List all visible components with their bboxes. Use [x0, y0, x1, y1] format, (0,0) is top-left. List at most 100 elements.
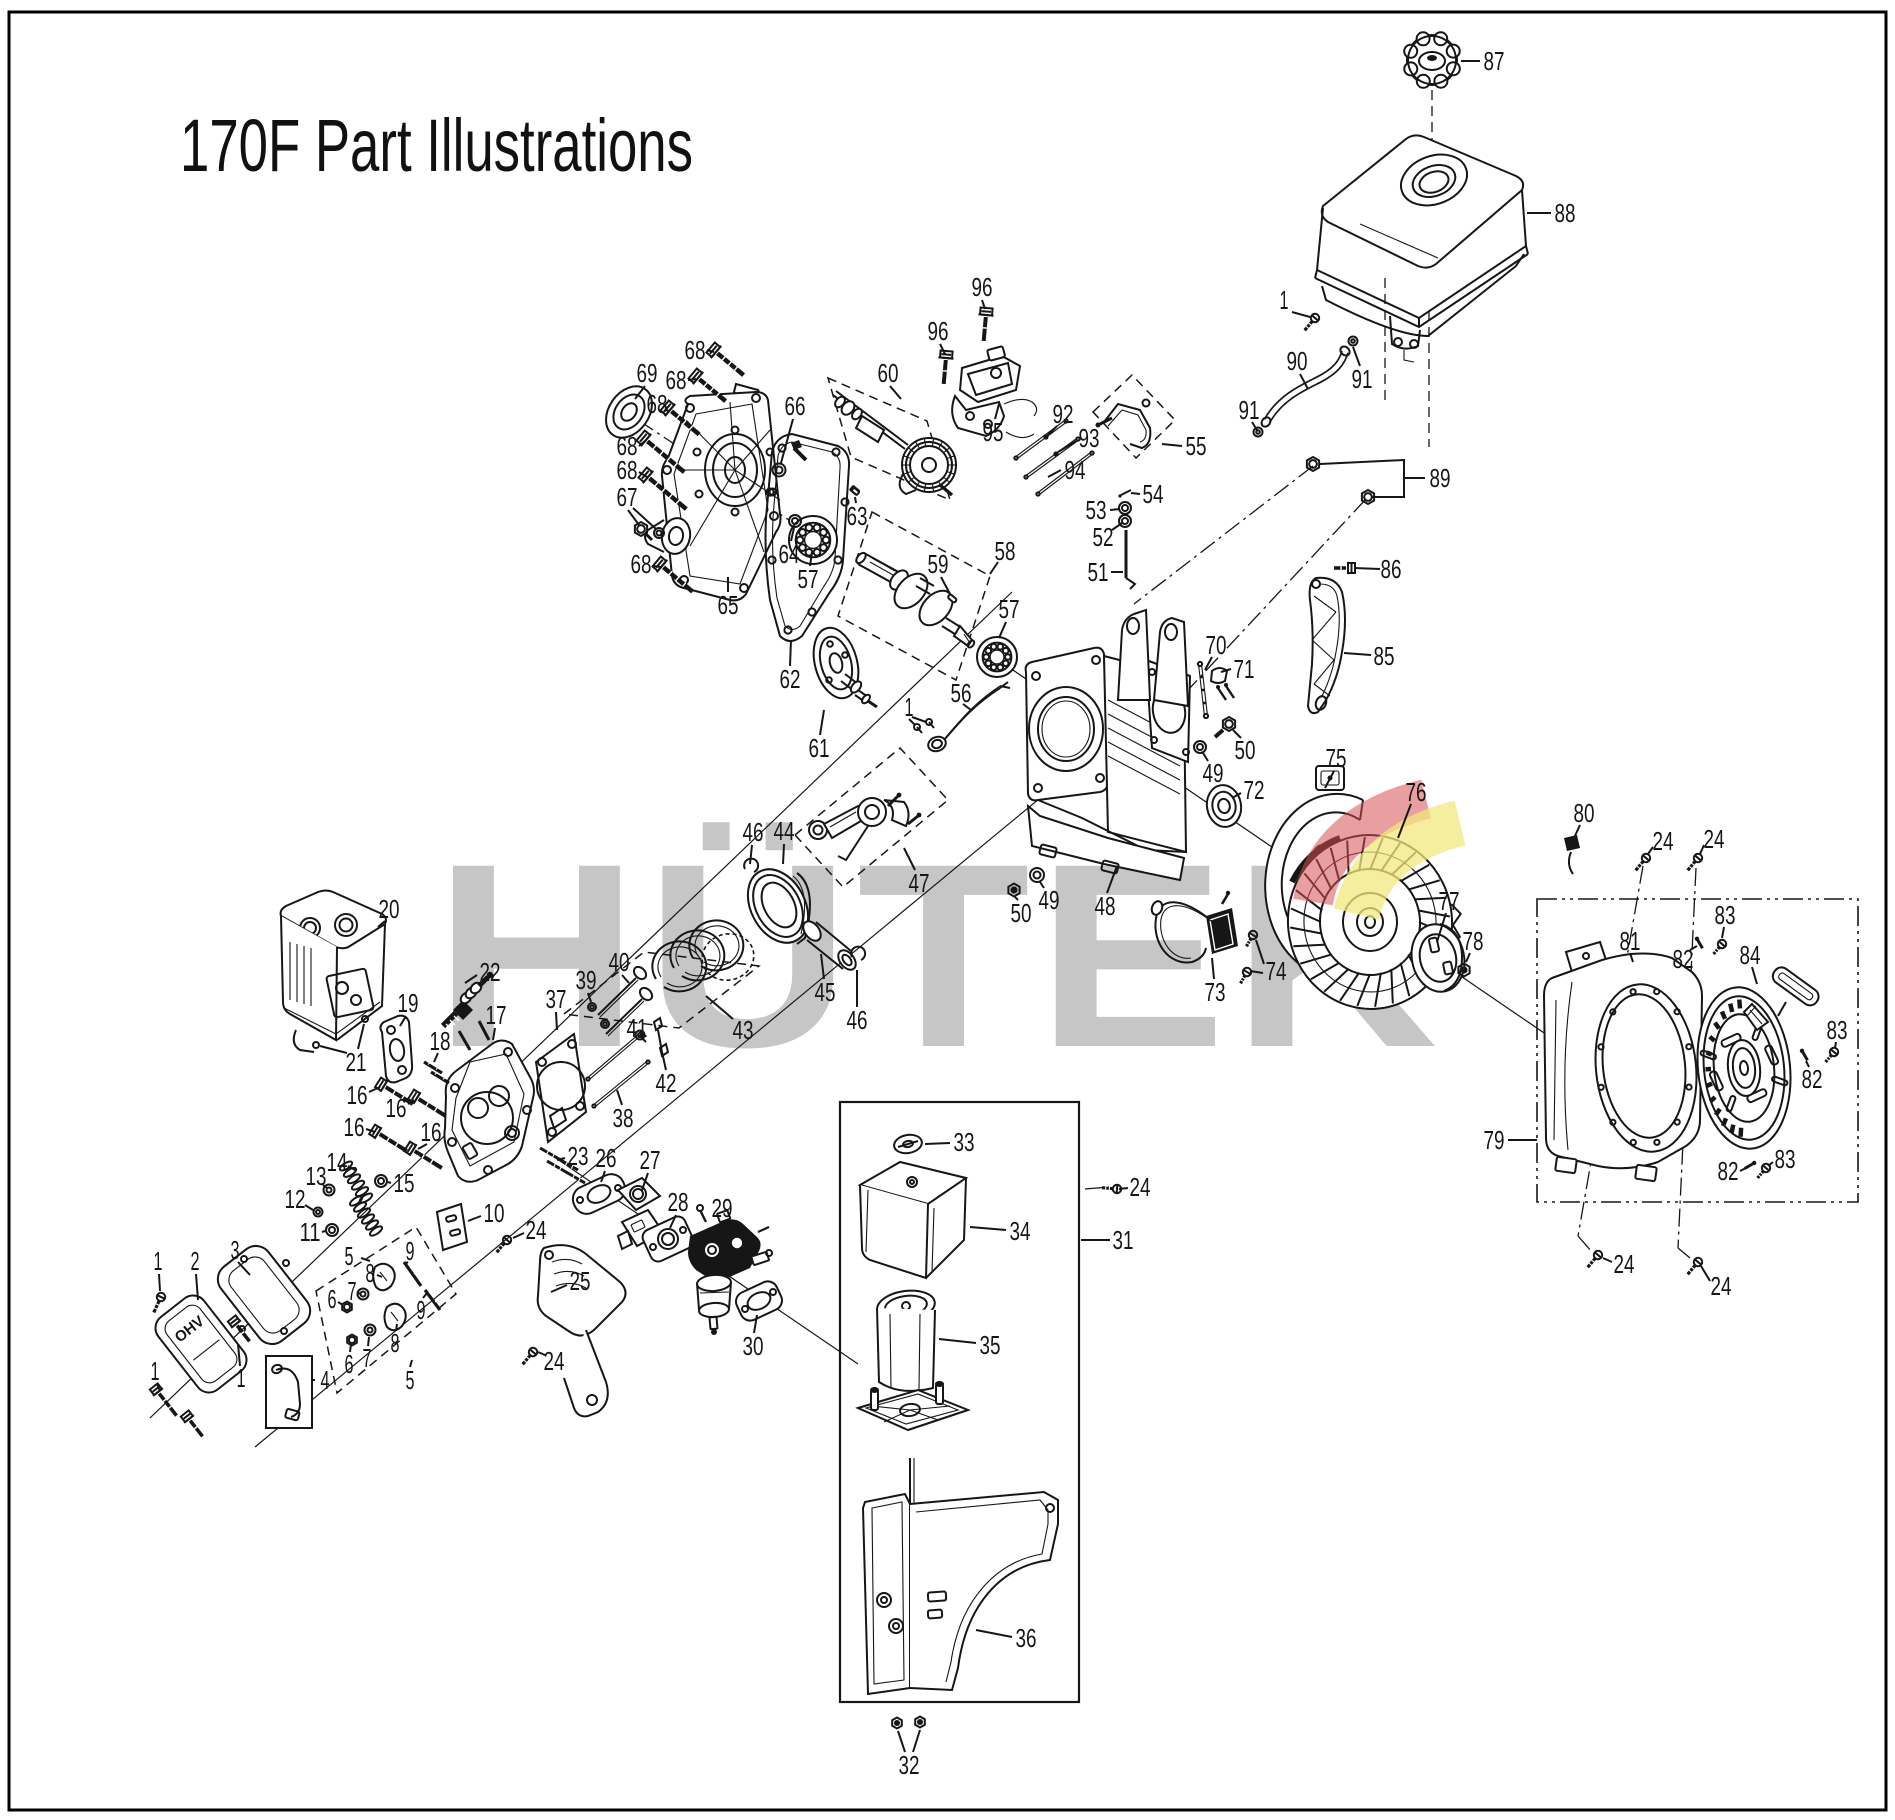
governor-shaft-set	[1118, 489, 1137, 590]
cover-gasket-62	[764, 432, 851, 642]
bolts-24	[495, 852, 1704, 1366]
part-callout-26: 26	[596, 1143, 617, 1173]
callout-leader	[395, 1323, 398, 1332]
callout-leader	[417, 1143, 428, 1150]
part-callout-39: 39	[576, 965, 597, 995]
callout-leader	[940, 576, 951, 595]
callout-leader	[1353, 567, 1381, 570]
callout-leader	[555, 1011, 558, 1031]
callout-leader	[1014, 896, 1019, 901]
heat-guard-85	[1306, 576, 1346, 715]
part-callout-31: 31	[1113, 1225, 1134, 1255]
part-callout-57: 57	[999, 594, 1020, 624]
callout-leader	[1211, 957, 1215, 980]
callout-leader	[994, 403, 1000, 420]
part-callout-91: 91	[1239, 395, 1260, 425]
part-callout-47: 47	[909, 868, 930, 898]
callout-leader	[1343, 652, 1372, 656]
cleaner-cover-34	[857, 1160, 969, 1280]
part-callout-6: 6	[345, 1349, 354, 1379]
callout-leader	[1291, 311, 1311, 318]
callout-leader	[924, 1142, 951, 1145]
callout-leader	[387, 1181, 392, 1184]
callout-leader	[1767, 1161, 1774, 1167]
piston-rings-43	[562, 919, 761, 1029]
part-callout-8: 8	[391, 1328, 400, 1358]
part-callout-44: 44	[774, 816, 795, 846]
callout-leader	[376, 1274, 383, 1278]
logo-accents	[1293, 779, 1466, 921]
dowel-63	[850, 486, 860, 496]
callout-leader	[195, 1273, 199, 1301]
part-callout-30: 30	[743, 1331, 764, 1361]
part-callout-22: 22	[480, 957, 501, 987]
callout-leader	[1202, 752, 1209, 762]
part-callout-75: 75	[1326, 743, 1347, 773]
breather-66	[771, 440, 808, 478]
part-callout-87: 87	[1484, 46, 1505, 76]
part-callout-12: 12	[285, 1184, 306, 1214]
callout-leader	[854, 496, 857, 504]
connecting-rod-47	[793, 746, 950, 889]
part-callout-42: 42	[656, 1068, 677, 1098]
part-callout-33: 33	[954, 1127, 975, 1157]
part-callout-68: 68	[617, 455, 638, 485]
callout-leader	[357, 1023, 365, 1050]
part-callout-69: 69	[637, 358, 658, 388]
part-callout-35: 35	[980, 1330, 1001, 1360]
part-callout-49: 49	[1203, 758, 1224, 788]
part-callout-1: 1	[237, 1363, 246, 1393]
part-callout-80: 80	[1574, 798, 1595, 828]
callout-leader	[1232, 729, 1242, 739]
part-callout-24: 24	[526, 1215, 547, 1245]
callout-leader	[377, 920, 386, 928]
part-callout-68: 68	[685, 335, 706, 365]
callout-leader	[1047, 469, 1062, 478]
part-callout-72: 72	[1244, 775, 1265, 805]
callout-leader	[467, 1215, 482, 1222]
cleaner-housing-36	[861, 1458, 1059, 1696]
callout-leader	[1397, 803, 1412, 839]
callout-leader	[669, 1214, 677, 1229]
callout-leader	[587, 992, 592, 1003]
callout-leader	[158, 1273, 161, 1292]
callout-leader	[319, 1045, 348, 1054]
callout-leader	[512, 1232, 525, 1239]
callout-leader	[911, 716, 927, 723]
callout-leader	[1039, 881, 1045, 889]
part-callout-15: 15	[394, 1168, 415, 1198]
balancer-gear-61	[812, 626, 878, 709]
part-callout-7: 7	[363, 1343, 372, 1373]
part-callout-16: 16	[347, 1080, 368, 1110]
crankshaft-assembly	[837, 510, 991, 682]
tank-bolt-1	[1303, 312, 1321, 332]
part-callout-92: 92	[1053, 399, 1074, 429]
exploded-drawing: OHV	[148, 31, 1859, 1730]
part-callout-9: 9	[406, 1236, 415, 1266]
part-callout-46: 46	[847, 1005, 868, 1035]
part-callout-59: 59	[928, 549, 949, 579]
callout-leader	[1255, 939, 1265, 965]
callout-leader	[1130, 492, 1141, 495]
part-callout-5: 5	[345, 1241, 354, 1271]
callout-leader	[640, 1036, 647, 1043]
part-callout-68: 68	[617, 431, 638, 461]
logo-accent-red	[1293, 779, 1432, 906]
part-callout-24: 24	[544, 1346, 565, 1376]
part-callout-16: 16	[421, 1117, 442, 1147]
part-callout-96: 96	[928, 316, 949, 346]
main-bearing-right	[976, 636, 1018, 678]
callout-leader	[347, 1165, 356, 1171]
callout-leader	[1324, 770, 1335, 789]
part-callout-79: 79	[1484, 1125, 1505, 1155]
part-callout-3: 3	[231, 1235, 240, 1265]
part-callout-77: 77	[1439, 886, 1460, 916]
page-title: 170F Part Illustrations	[180, 104, 693, 187]
guide-plate-10	[435, 1202, 469, 1252]
callout-leader	[1602, 1257, 1613, 1263]
callout-leader	[820, 953, 825, 980]
part-callout-1: 1	[1280, 285, 1289, 315]
callout-leader	[962, 703, 972, 711]
callout-leader	[407, 1099, 415, 1105]
